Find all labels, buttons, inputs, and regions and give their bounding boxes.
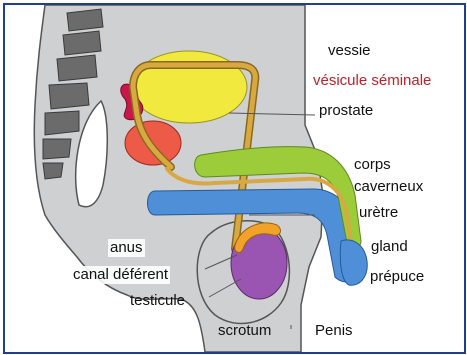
label-penis: Penis [315,322,353,340]
diagram-frame: vessie vésicule séminale prostate corps … [3,3,466,354]
label-vesicule-seminale: vésicule séminale [313,72,431,90]
label-prostate: prostate [319,102,373,120]
label-anus: anus [108,239,145,257]
label-gland: gland [371,238,408,256]
label-caverneux: caverneux [354,178,423,196]
glans [340,240,367,285]
label-prepuce: prépuce [370,268,424,286]
label-scrotum: scrotum [218,322,271,340]
label-testicule: testicule [130,292,185,310]
label-vessie: vessie [328,42,371,60]
label-uretre: urètre [359,204,398,222]
label-corps: corps [354,156,391,174]
label-canal-deferent: canal déférent [71,266,170,284]
